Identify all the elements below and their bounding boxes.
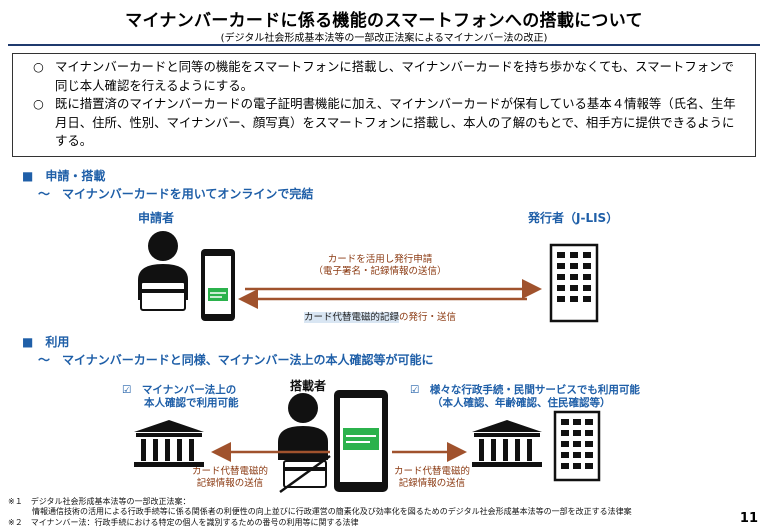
- right-government-building-icon: [472, 420, 542, 467]
- title-divider: [8, 44, 760, 46]
- page-title: マイナンバーカードに係る機能のスマートフォンへの搭載について: [125, 11, 643, 31]
- footnote-1: ※１ デジタル社会形成基本法等の一部改正法案：: [8, 497, 191, 506]
- right-check-line-2: （本人確認、年齢確認、住民確認等）: [432, 397, 611, 409]
- right-arrow-line-2: 記録情報の送信: [398, 478, 466, 489]
- section-use-heading: ■ 利用: [22, 335, 70, 349]
- left-arrow-line-1: カード代替電磁的: [191, 466, 268, 477]
- summary-box: ○ マイナンバーカードと同等の機能をスマートフォンに搭載し、マイナンバーカードを…: [12, 53, 756, 157]
- arrow-apply-line-2: （電子署名・記録情報の送信）: [313, 266, 447, 277]
- crossed-card-icon: [279, 454, 331, 494]
- left-check-note: ☑ マイナンバー法上の 本人確認で利用可能: [122, 384, 239, 410]
- highlighted-term: カード代替電磁的記録: [303, 312, 399, 323]
- summary-text-2: 既に措置済のマイナンバーカードの電子証明書機能に加え、マイナンバーカードが保有し…: [55, 96, 736, 148]
- bullet-mark: ○: [33, 59, 44, 74]
- arrow-apply-caption: カードを活用し発行申請 （電子署名・記録情報の送信）: [255, 254, 505, 278]
- applicant-label: 申請者: [138, 211, 175, 225]
- summary-text-1: マイナンバーカードと同等の機能をスマートフォンに搭載し、マイナンバーカードを持ち…: [55, 59, 734, 93]
- holder-label: 搭載者: [290, 379, 327, 393]
- page-subtitle: (デジタル社会形成基本法等の一部改正法案によるマイナンバー法の改正): [220, 33, 548, 44]
- id-card-icon: [140, 281, 186, 311]
- right-arrow-caption: カード代替電磁的 記録情報の送信: [382, 466, 482, 490]
- smartphone-icon: [201, 249, 235, 321]
- holder-person-icon: [278, 393, 328, 460]
- summary-item-2: ○ 既に措置済のマイナンバーカードの電子証明書機能に加え、マイナンバーカードが保…: [31, 95, 745, 151]
- page-number: 11: [739, 511, 758, 526]
- left-government-building-icon: [134, 420, 204, 467]
- footnote-1-detail: 情報通信技術の活用による行政手続等に係る関係者の利便性の向上並びに行政運営の簡素…: [8, 507, 632, 516]
- right-arrow-line-1: カード代替電磁的: [393, 466, 470, 477]
- summary-item-1: ○ マイナンバーカードと同等の機能をスマートフォンに搭載し、マイナンバーカードを…: [31, 58, 745, 95]
- footnote-2: ※２ マイナンバー法：行政手続における特定の個人を識別するための番号の利用等に関…: [8, 518, 359, 527]
- arrow-issue-caption: カード代替電磁的記録の発行・送信: [260, 312, 500, 324]
- arrow-issue-rest: の発行・送信: [399, 312, 457, 323]
- arrow-apply-line-1: カードを活用し発行申請: [327, 254, 433, 265]
- section-apply-subheading: ～ マイナンバーカードを用いてオンラインで完結: [38, 187, 314, 201]
- left-arrow-caption: カード代替電磁的 記録情報の送信: [180, 466, 280, 490]
- right-office-building-icon: [553, 410, 601, 482]
- holder-smartphone-icon: [334, 390, 388, 492]
- section-use-subheading: ～ マイナンバーカードと同様、マイナンバー法上の本人確認等が可能に: [38, 353, 434, 367]
- left-arrow-line-2: 記録情報の送信: [196, 478, 264, 489]
- issuer-label: 発行者（J-LIS）: [528, 211, 619, 225]
- bullet-mark: ○: [33, 96, 44, 111]
- right-check-line-1: ☑ 様々な行政手続・民間サービスでも利用可能: [410, 384, 640, 396]
- issuer-building-icon: [549, 243, 599, 323]
- section-apply-heading: ■ 申請・搭載: [22, 169, 106, 183]
- right-check-note: ☑ 様々な行政手続・民間サービスでも利用可能 （本人確認、年齢確認、住民確認等）: [410, 384, 640, 410]
- left-check-line-2: 本人確認で利用可能: [144, 397, 239, 409]
- left-check-line-1: ☑ マイナンバー法上の: [122, 384, 237, 396]
